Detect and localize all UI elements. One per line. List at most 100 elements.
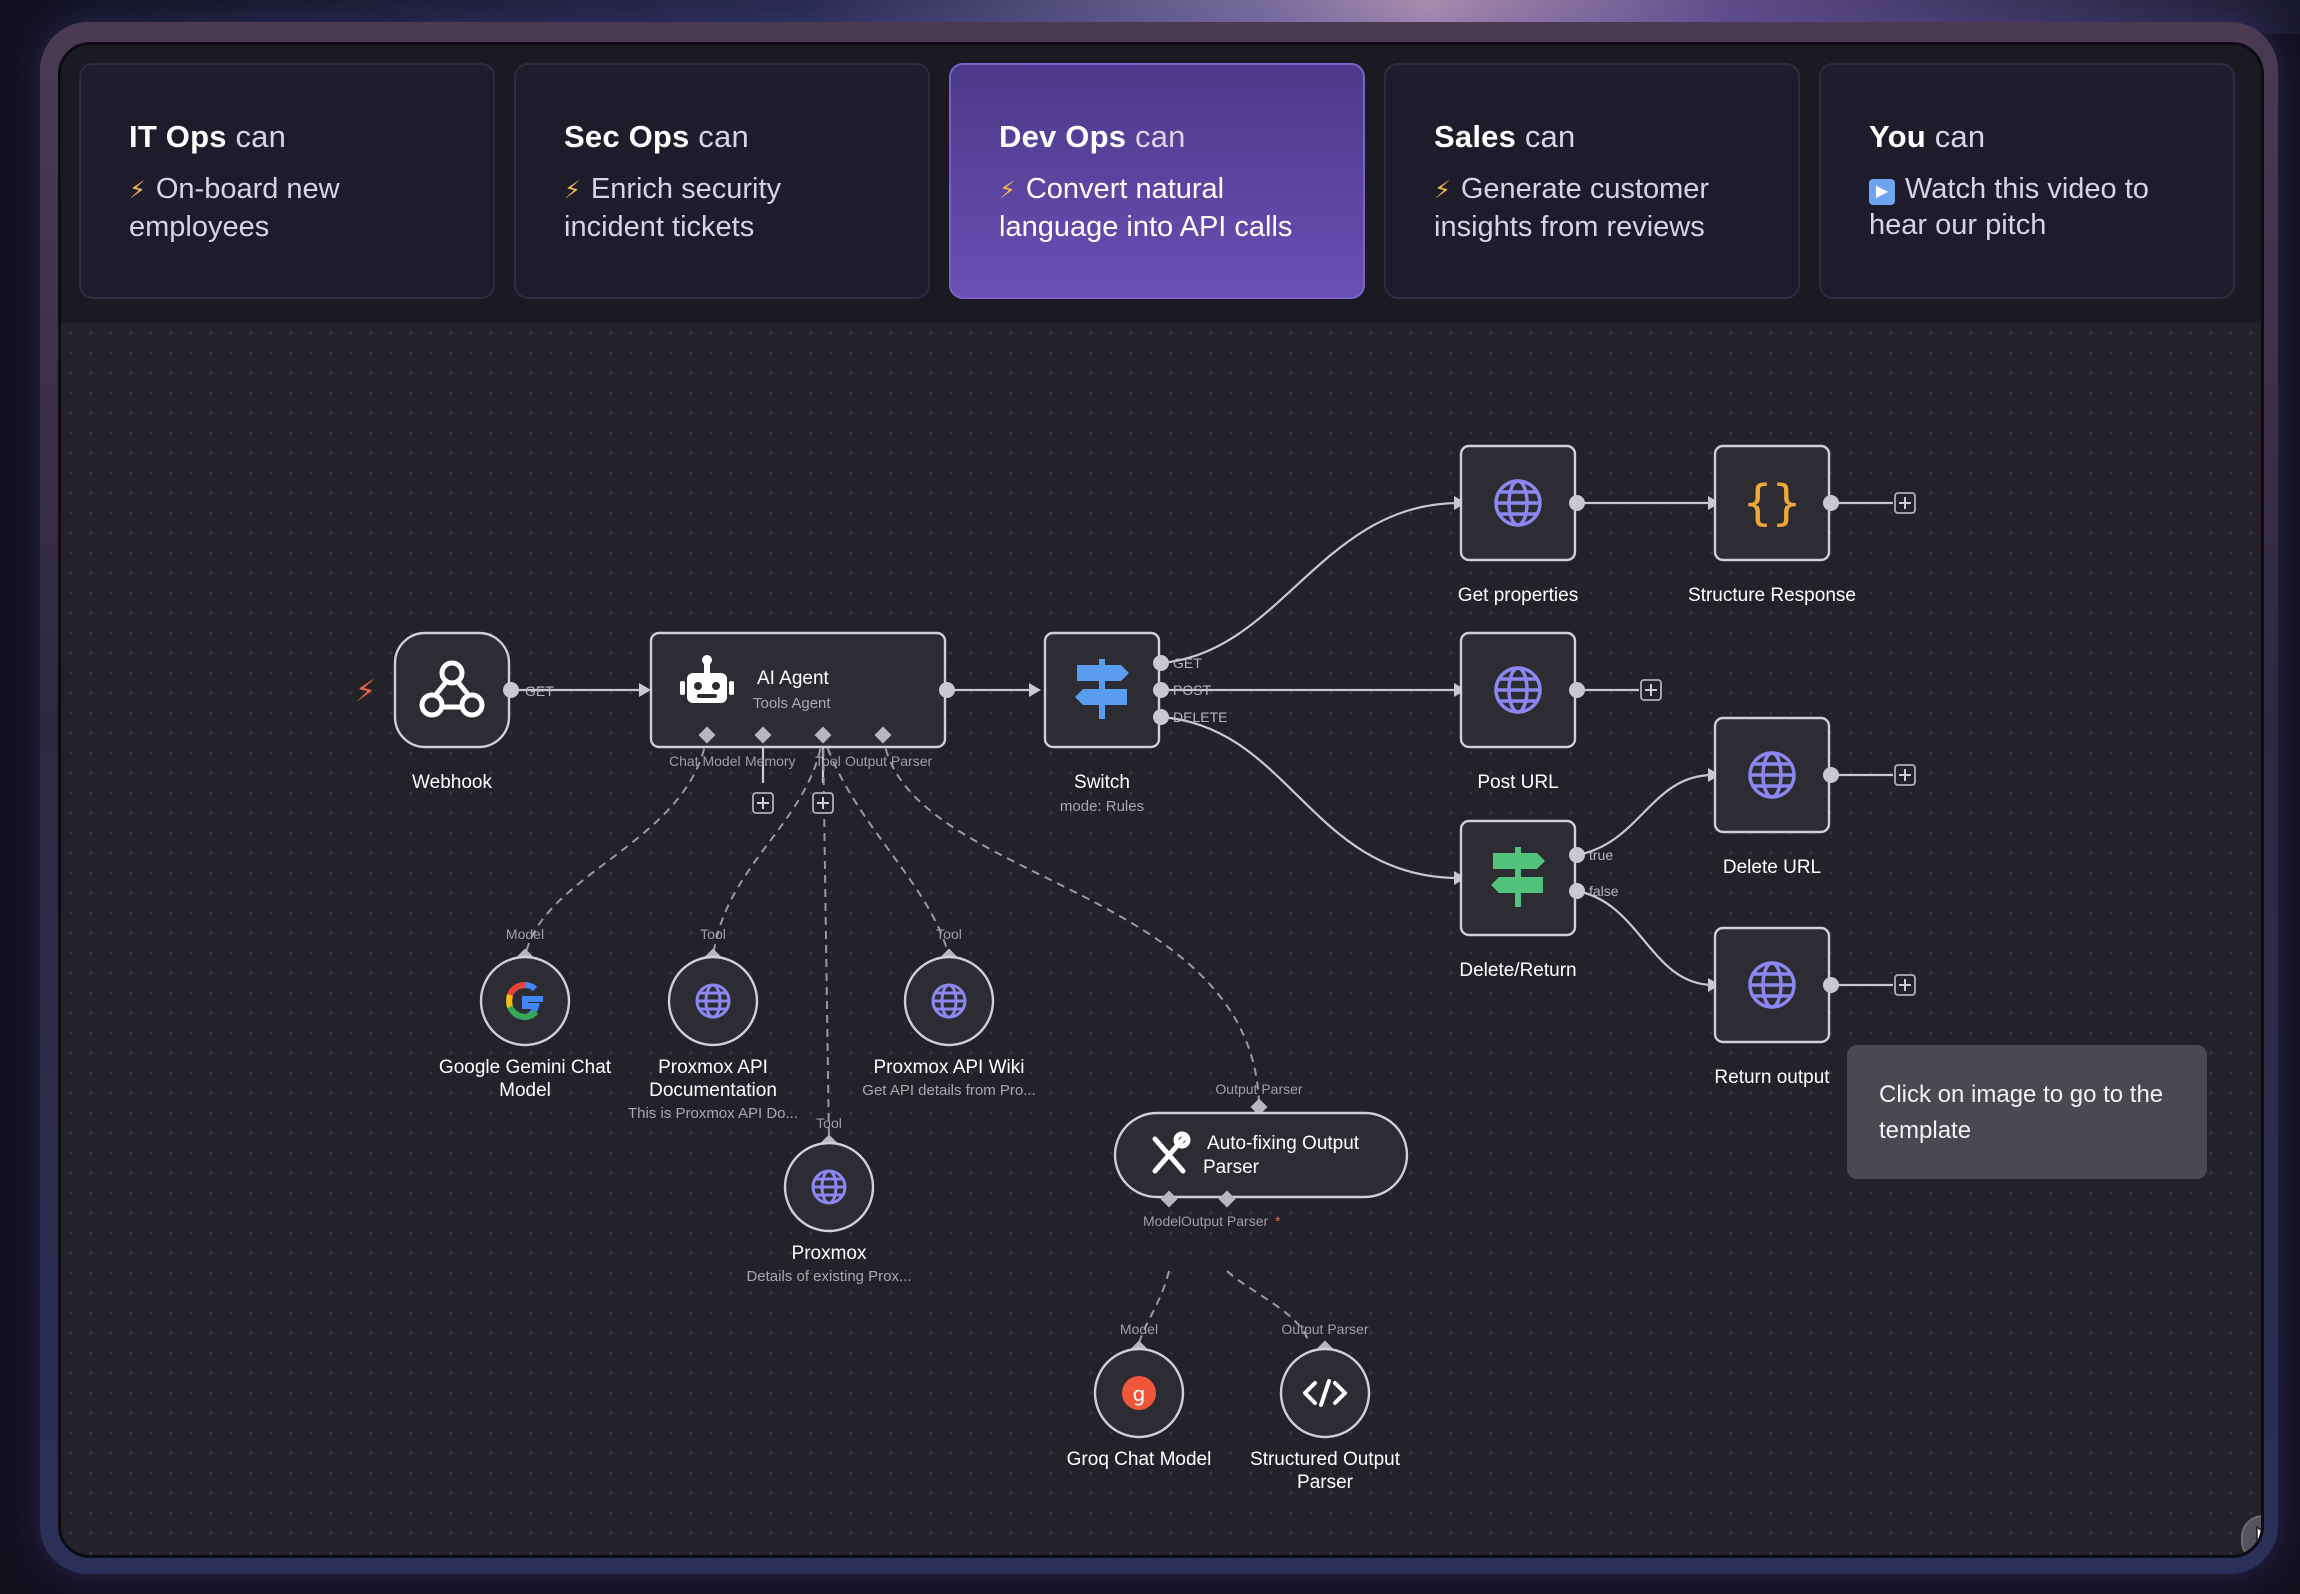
port-label: Tool	[936, 926, 962, 942]
node-label: Return output	[1714, 1067, 1830, 1088]
globe-icon	[811, 1169, 847, 1205]
output-label: false	[1589, 883, 1619, 899]
node-get-properties[interactable]: Get properties	[1458, 444, 1585, 606]
node-label: Delete/Return	[1459, 960, 1576, 981]
output-label: GET	[1173, 655, 1202, 671]
node-label: Google Gemini Chat	[439, 1057, 612, 1078]
add-node-button[interactable]	[1640, 679, 1662, 701]
node-subtitle: Tools Agent	[753, 695, 831, 712]
node-label: AI Agent	[757, 668, 830, 689]
trigger-bolt-icon: ⚡	[355, 675, 376, 708]
node-subtitle: mode: Rules	[1060, 798, 1144, 815]
node-delete-return[interactable]: true false Delete/Return	[1459, 819, 1619, 981]
card-title: You can	[1869, 119, 1986, 154]
port-label: Output Parser	[1181, 1213, 1268, 1229]
port-label: Model	[1143, 1213, 1181, 1229]
cursor-icon[interactable]	[2241, 1515, 2261, 1555]
node-post-url[interactable]: Post URL	[1459, 631, 1585, 793]
code-icon	[1303, 1379, 1347, 1407]
add-node-button[interactable]	[1894, 764, 1916, 786]
pointer-icon	[2256, 1525, 2261, 1551]
node-google-gemini[interactable]: Model Google Gemini Chat Model	[439, 926, 612, 1101]
workflow-canvas[interactable]: ⚡ GET Webhook	[61, 323, 2261, 1555]
svg-text:g: g	[1133, 1382, 1146, 1406]
add-node-button[interactable]	[1894, 974, 1916, 996]
bolt-icon: ⚡	[129, 177, 146, 204]
port-label: Tool	[815, 753, 841, 769]
connections	[511, 501, 1893, 987]
signpost-icon	[1075, 659, 1129, 719]
node-label: Webhook	[412, 772, 492, 793]
globe-icon	[1748, 961, 1796, 1009]
webhook-output-label: GET	[525, 683, 554, 699]
output-label: true	[1589, 847, 1613, 863]
card-title: IT Ops can	[129, 119, 287, 154]
bolt-icon: ⚡	[1434, 177, 1451, 204]
globe-icon	[931, 983, 967, 1019]
play-icon: ▶	[1869, 179, 1895, 205]
node-proxmox-api-documentation[interactable]: Tool Proxmox API Documentation This is P…	[628, 926, 798, 1122]
port-label: Tool	[700, 926, 726, 942]
add-node-button[interactable]	[1894, 492, 1916, 514]
node-subtitle: Details of existing Prox...	[746, 1268, 911, 1285]
output-label: DELETE	[1173, 709, 1227, 725]
node-proxmox[interactable]: Tool Proxmox Details of existing Prox...	[746, 1115, 911, 1285]
node-groq-chat-model[interactable]: Model g Groq Chat Model	[1067, 1321, 1212, 1470]
port-label: Memory	[745, 753, 796, 769]
node-structured-output-parser[interactable]: Output Parser Structured Output Parser	[1250, 1321, 1401, 1493]
node-label: Parser	[1297, 1472, 1354, 1493]
bolt-icon: ⚡	[999, 177, 1016, 204]
node-label: Switch	[1074, 772, 1130, 793]
node-webhook[interactable]: ⚡ GET Webhook	[355, 631, 554, 793]
add-tool-button[interactable]	[812, 792, 834, 814]
robot-icon	[680, 655, 734, 703]
add-memory-button[interactable]	[752, 792, 774, 814]
node-label: Groq Chat Model	[1067, 1449, 1212, 1470]
card-title: Sales can	[1434, 119, 1576, 154]
node-label: Proxmox API	[658, 1057, 768, 1078]
node-return-output[interactable]: Return output	[1713, 926, 1839, 1088]
node-label: Documentation	[649, 1080, 777, 1101]
groq-icon: g	[1122, 1376, 1156, 1410]
port-label: Model	[1120, 1321, 1158, 1337]
node-structure-response[interactable]: {} Structure Response	[1688, 444, 1856, 606]
node-label: Post URL	[1477, 772, 1558, 793]
node-auto-fixing-output-parser[interactable]: Output Parser Auto-fixing Output Parser …	[1113, 1081, 1409, 1229]
node-label: Proxmox API Wiki	[874, 1057, 1025, 1078]
node-delete-url[interactable]: Delete URL	[1713, 716, 1839, 878]
node-switch[interactable]: GET POST DELETE Switch mode: Rules	[1043, 631, 1227, 815]
signpost-icon	[1491, 847, 1545, 907]
node-ai-agent[interactable]: AI Agent Tools Agent Chat Model Memory T…	[649, 631, 955, 769]
node-label: Proxmox	[792, 1243, 867, 1264]
port-label: Output Parser	[1281, 1321, 1368, 1337]
node-subtitle: This is Proxmox API Do...	[628, 1105, 798, 1122]
node-proxmox-api-wiki[interactable]: Tool Proxmox API Wiki Get API details fr…	[862, 926, 1035, 1099]
node-label: Model	[499, 1080, 551, 1101]
card-title: Sec Ops can	[564, 119, 749, 154]
node-label: Delete URL	[1723, 857, 1821, 878]
sub-connections	[524, 734, 1310, 1344]
port-label: Chat Model	[669, 753, 741, 769]
globe-icon	[1494, 666, 1542, 714]
node-subtitle: Get API details from Pro...	[862, 1082, 1035, 1099]
workflow-diagram: ⚡ GET Webhook	[355, 444, 1916, 1493]
tools-icon	[1152, 1131, 1191, 1174]
port-label: Output Parser	[845, 753, 932, 769]
webhook-icon	[419, 660, 485, 718]
node-label: Auto-fixing Output	[1207, 1133, 1360, 1154]
port-label: Tool	[816, 1115, 842, 1131]
card-title: Dev Ops can	[999, 119, 1186, 154]
globe-icon	[1748, 751, 1796, 799]
node-label: Structure Response	[1688, 585, 1856, 606]
